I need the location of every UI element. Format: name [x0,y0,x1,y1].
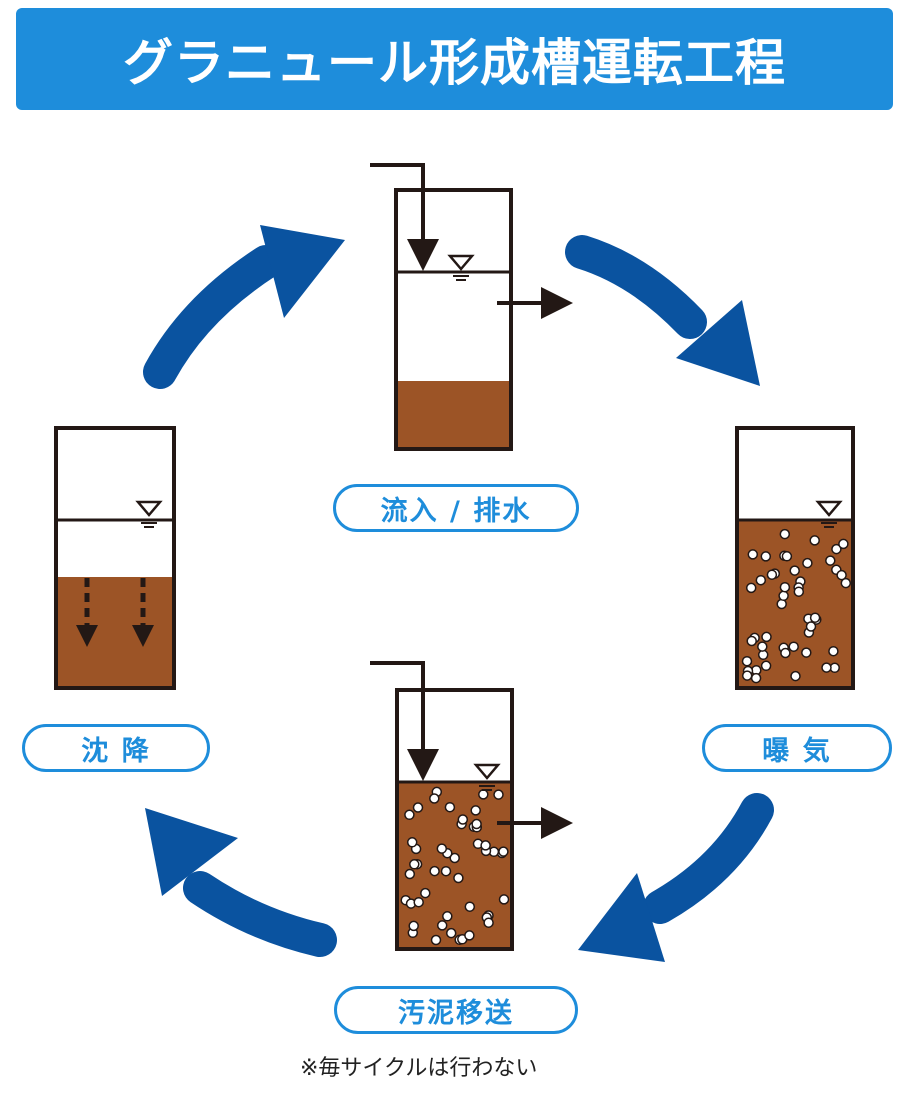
title-banner: グラニュール形成槽運転工程 [16,8,893,110]
granule-dot [449,852,460,864]
water-level-icon [447,254,475,281]
granule-dot [755,574,767,586]
granule-dot [498,894,510,905]
granule-dot [412,802,424,813]
granule-dot [780,647,791,659]
granule-dot [831,543,842,555]
granule-dot [429,865,440,877]
granule-dot [757,641,768,652]
granule-dot [825,555,836,566]
granule-dot [404,868,416,880]
settling-arrow-icon [132,578,154,647]
granule-dot [741,655,753,667]
granule-dot [471,818,482,830]
granule-dot [760,660,772,672]
granule-dot [809,612,821,623]
granule-dot [779,581,791,593]
page-title: グラニュール形成槽運転工程 [123,34,786,92]
granule-dot [457,814,469,825]
footnote: ※毎サイクルは行わない [300,1056,538,1081]
granule-dot [766,569,778,580]
tank-aeration [735,426,855,690]
settling-arrow-icon [76,578,98,647]
granule-dot [444,801,456,813]
granule-dot [760,551,772,562]
cycle-arrow-icon [565,235,760,386]
granule-dot [747,549,759,560]
granule-dot [464,930,475,941]
granule-dot [761,631,772,643]
granule-dot [453,872,464,884]
granule-dot [809,535,820,546]
granule-dot [409,859,420,870]
granule-dot [445,927,457,939]
granule-dot [790,670,801,682]
granule-dot [778,590,789,602]
granule-dot [408,920,419,932]
granule-dot [793,586,805,597]
granule-dot [470,805,481,816]
granule-dot [483,917,494,928]
granule-dot [440,865,452,877]
granule-dot [746,635,757,647]
granule-dot [745,582,757,594]
granule-dot [828,645,839,657]
granule-dot [840,577,852,589]
tank-inflow-discharge [370,163,573,451]
granule-dot [404,809,415,821]
granule-dot [789,565,800,576]
granule-dot [406,837,418,848]
granule-dot [480,840,491,851]
granule-dot [750,672,762,684]
granule-dot [805,621,817,632]
granule-dot [802,557,813,569]
step-label-inflow-discharge: 流入 / 排水 [333,484,579,532]
granule-dot [430,934,442,946]
cycle-arrow-icon [145,808,337,957]
granule-dot [838,538,849,550]
water-level-icon [135,500,163,528]
tank-sludge-transfer [370,661,573,951]
cycle-arrow-icon [578,793,774,962]
granule-dots [741,528,852,684]
step-label-settling: 沈 降 [22,724,210,772]
granule-dot [493,789,504,800]
granule-dot [498,846,509,857]
granule-dot [788,641,799,652]
granule-dot [781,551,793,562]
granule-dot [478,789,489,800]
water-level-icon [815,500,843,528]
granule-dot [442,911,453,922]
tank-settling [54,426,176,690]
granule-dot [464,901,476,912]
granule-dot [436,920,448,931]
water-level-icon [473,763,501,791]
granule-dot [741,670,753,681]
cycle-arrow-icon [143,225,345,389]
granule-dot [836,569,847,581]
granule-dot [413,896,424,908]
granule-dot [436,843,448,854]
granule-dots [400,786,510,946]
granule-dot [801,647,812,658]
granule-dot [821,662,832,673]
granule-dot [779,528,791,540]
step-label-aeration: 曝 気 [702,724,892,772]
step-label-sludge-transfer: 汚泥移送 [334,986,578,1034]
granule-dot [429,793,440,804]
granule-dot [420,887,431,899]
